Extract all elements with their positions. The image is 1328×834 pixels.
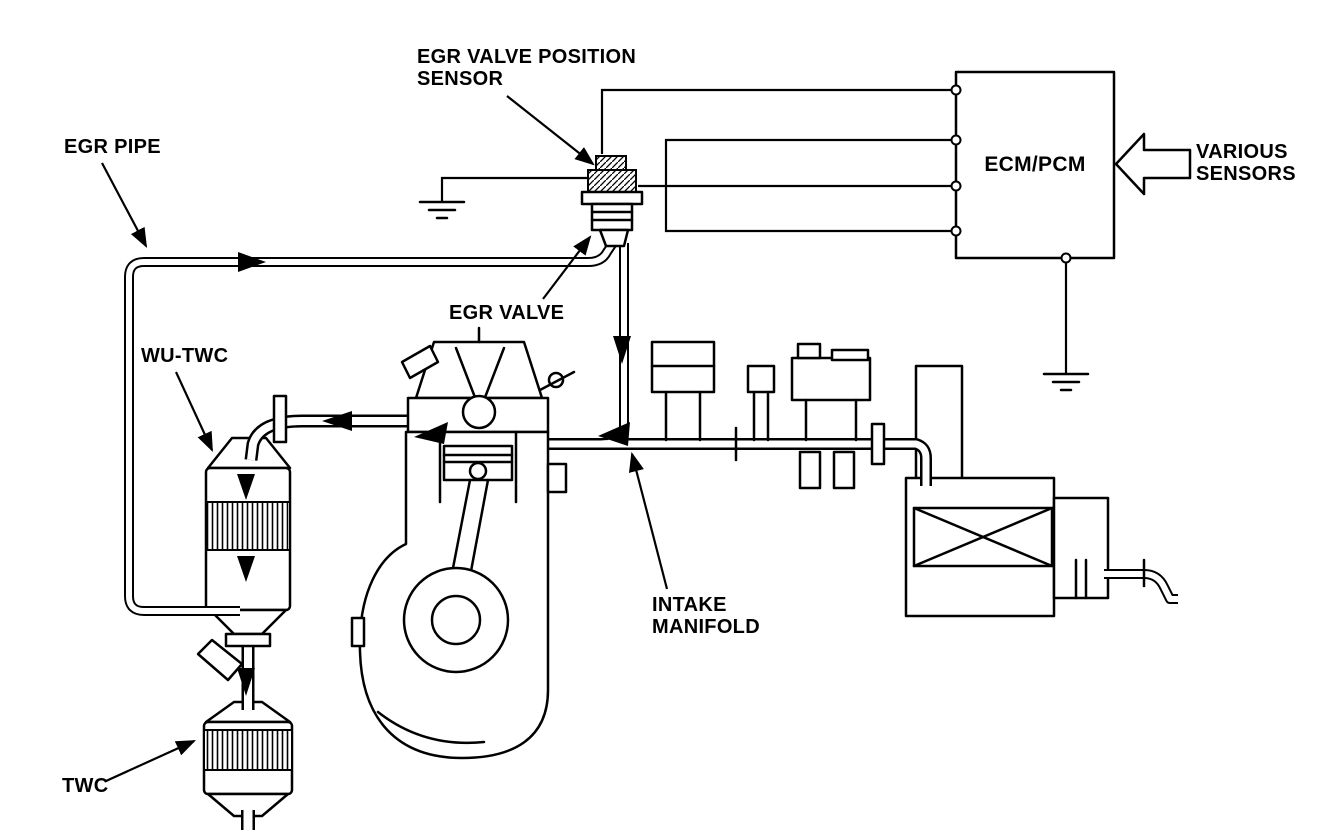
ecm-pcm-unit <box>950 70 1116 264</box>
valve-cover <box>414 340 544 400</box>
exhaust-flange <box>272 394 288 444</box>
leader-arrows <box>101 95 669 783</box>
leader-egr-valve <box>542 235 592 300</box>
ecm-pcm-box <box>954 70 1116 260</box>
fittings <box>196 394 288 682</box>
engine <box>350 326 576 760</box>
leader-egr-pipe <box>101 162 148 248</box>
flow-arrow-intake-junction <box>598 422 630 446</box>
flow-arrow-twc <box>237 668 255 696</box>
wiring-harness <box>600 88 956 233</box>
egr-valve-position-sensor <box>595 155 627 171</box>
flow-arrow-egr-pipe <box>238 252 266 272</box>
label-egr-valve: EGR VALVE <box>449 302 565 324</box>
terminal <box>950 180 962 192</box>
label-various-sensors: VARIOUS SENSORS <box>1196 141 1296 186</box>
label-intake-manifold: INTAKE MANIFOLD <box>652 594 760 639</box>
label-egr-valve-position-sensor: EGR VALVE POSITION SENSOR <box>417 46 637 91</box>
label-ecm-pcm: ECM/PCM <box>984 153 1086 177</box>
air-chamber <box>1052 496 1110 600</box>
flow-arrow-egr-down <box>613 336 631 364</box>
flow-arrow-wu-twc-1 <box>237 474 255 500</box>
intake-manifold-assembly <box>650 340 1110 618</box>
wu-twc-element <box>205 501 291 551</box>
terminal <box>950 84 962 96</box>
various-sensors-arrow-icon <box>1114 132 1192 196</box>
label-twc: TWC <box>62 775 109 797</box>
ground-icon <box>418 176 590 220</box>
flow-arrows <box>237 252 631 696</box>
leader-wu-twc <box>175 371 213 452</box>
throttle-body <box>790 356 872 402</box>
flow-arrow-wu-twc-2 <box>237 556 255 582</box>
terminal <box>950 134 962 146</box>
catalyst-elements <box>203 501 293 771</box>
twc-element <box>203 729 293 771</box>
terminal <box>1060 252 1072 264</box>
flow-arrow-exhaust-1 <box>322 411 352 431</box>
pipe-coupler <box>224 632 272 648</box>
ground-icon <box>1042 258 1090 392</box>
manifold-details <box>650 364 1146 600</box>
label-wu-twc: WU-TWC <box>141 345 229 367</box>
egr-valve-body <box>587 169 637 193</box>
leader-twc <box>105 739 197 783</box>
leader-egr-sensor <box>506 95 595 166</box>
label-egr-pipe: EGR PIPE <box>64 136 161 158</box>
leader-intake-manifold <box>628 451 669 590</box>
terminal <box>950 225 962 237</box>
egr-valve-assembly <box>580 155 644 248</box>
egr-pickup-stub <box>196 638 244 682</box>
flow-arrow-exhaust-2 <box>414 422 448 444</box>
sensor-wire-1 <box>600 88 956 154</box>
resonator <box>746 364 776 394</box>
